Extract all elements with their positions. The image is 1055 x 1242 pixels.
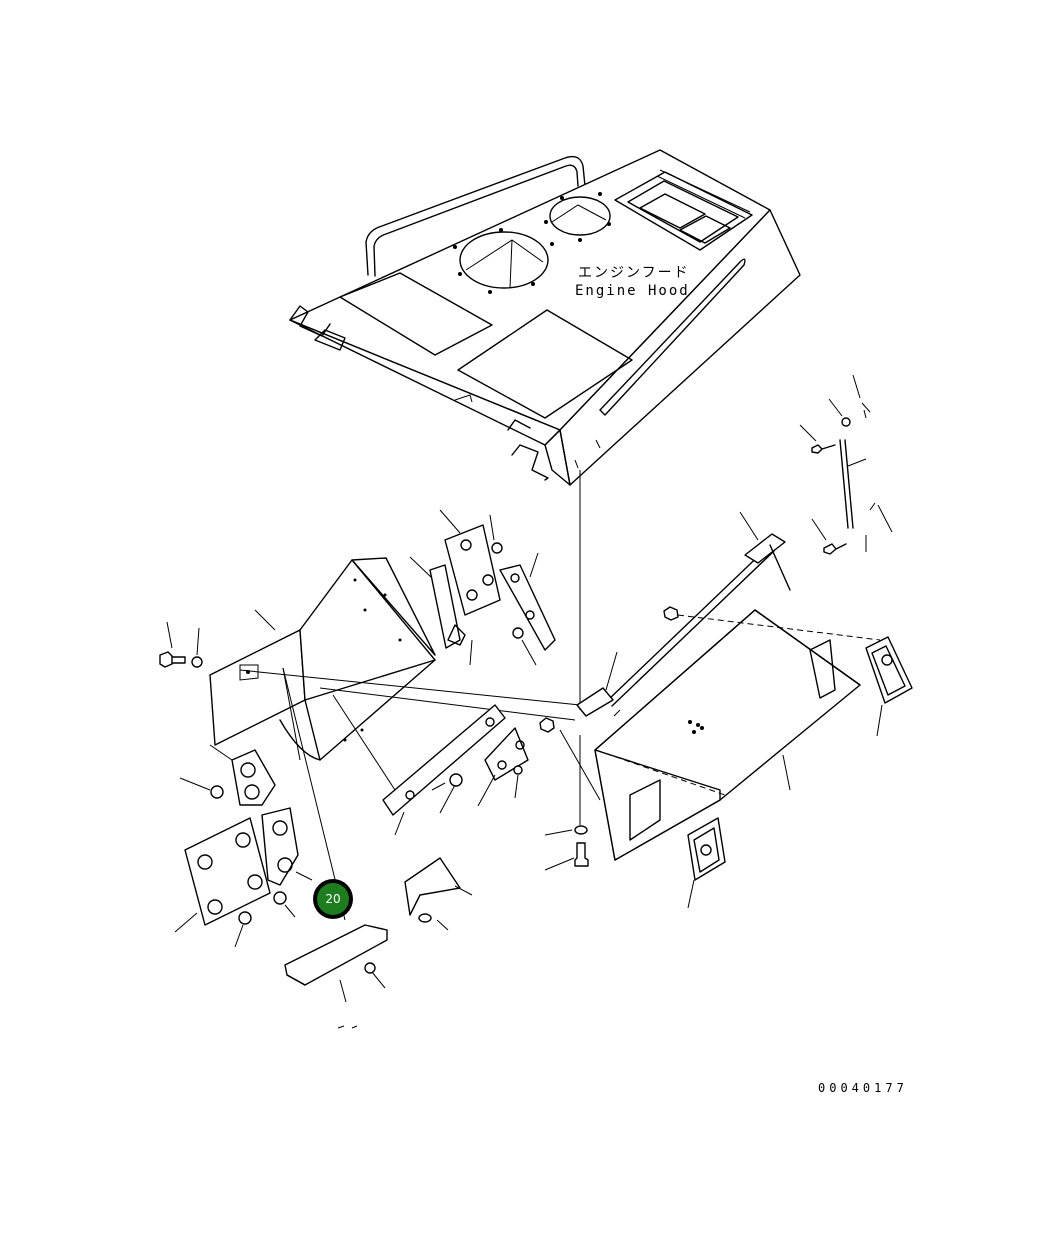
strut-bolt-top	[811, 444, 836, 454]
title-english: Engine Hood	[575, 283, 690, 299]
callout-fill	[317, 883, 349, 915]
left-bracket	[209, 557, 436, 761]
cushion-upper-2	[429, 564, 461, 649]
leader-lines	[166, 374, 893, 1029]
gas-strut	[839, 417, 854, 529]
cushion-block-upper	[231, 749, 276, 806]
callout-20[interactable]: 20	[313, 879, 353, 919]
pad-4	[364, 962, 376, 974]
pad-6	[449, 773, 463, 787]
pad-9	[512, 627, 524, 639]
cushion-upper-1	[444, 524, 501, 616]
latch-plate-right	[865, 636, 913, 704]
pad-2	[273, 891, 287, 905]
pad-3	[238, 911, 252, 925]
pad-5	[418, 913, 432, 923]
cushion-block-middle	[261, 807, 299, 886]
washer-centre	[574, 825, 588, 835]
long-bar-left	[382, 704, 506, 816]
nut-top	[663, 606, 679, 621]
latch-plate-bottom	[687, 817, 726, 881]
bolt-left	[159, 651, 186, 668]
pad-8	[491, 542, 503, 554]
hinge-rod	[576, 533, 791, 717]
title-japanese: エンジンフード	[578, 265, 690, 281]
drawing-code: 00040177	[818, 1081, 908, 1095]
mount-plate	[184, 817, 271, 926]
strut-bolt-bottom	[823, 543, 847, 555]
bottom-plate	[284, 924, 388, 986]
callout-number: 20	[325, 892, 340, 906]
cushion-block-right	[484, 727, 529, 781]
nut-centre	[539, 717, 555, 733]
washer-left	[191, 656, 203, 668]
pad-1	[210, 785, 224, 799]
engine-hood	[289, 149, 801, 486]
pad-7	[513, 765, 523, 775]
small-bracket	[404, 857, 461, 916]
bolt-centre	[574, 842, 589, 867]
side-door	[594, 609, 861, 861]
cushion-upper-3	[499, 564, 556, 651]
